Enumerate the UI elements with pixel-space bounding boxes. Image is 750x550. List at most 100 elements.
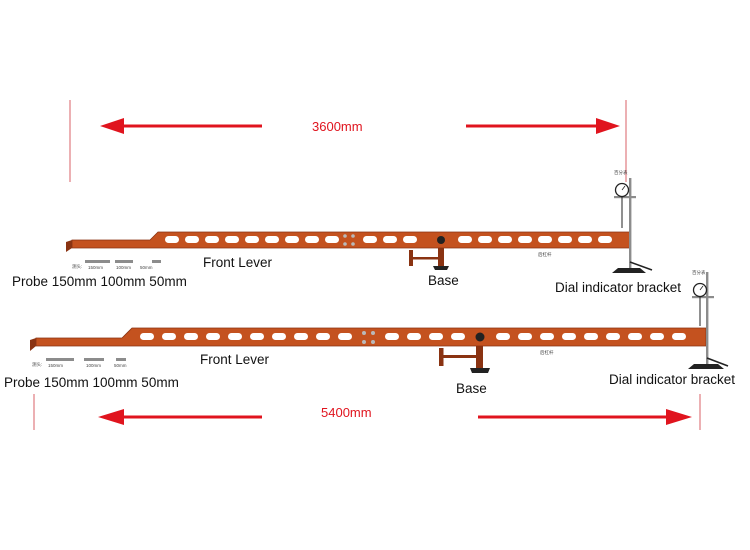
bottom-front-lever	[35, 327, 707, 347]
bottom-probe-tiny-label: 测头:	[32, 362, 43, 367]
top-dial-stand-base	[612, 268, 646, 273]
bottom-probe-samples	[46, 358, 126, 361]
top-dimension-label: 3600mm	[312, 119, 363, 134]
top-probe-150	[85, 260, 110, 263]
top-base-foot	[433, 266, 449, 270]
bottom-probe-100	[84, 358, 104, 361]
top-lever-slot	[383, 236, 397, 243]
bottom-lever-slot	[184, 333, 198, 340]
top-right-arrowhead	[596, 118, 620, 134]
bottom-dial-stand-base	[688, 364, 724, 369]
top-lever-slot	[598, 236, 612, 243]
top-probe-50	[152, 260, 161, 263]
bottom-lever-slot	[451, 333, 465, 340]
top-joint-bolts	[343, 234, 355, 246]
bottom-lever-slot	[518, 333, 532, 340]
bottom-dial-needle	[699, 285, 704, 291]
bottom-probe-tip	[30, 338, 36, 351]
top-lever-slot	[325, 236, 339, 243]
top-lever-slot	[285, 236, 299, 243]
bottom-assembly	[30, 272, 729, 430]
top-base-arm	[412, 257, 444, 260]
bottom-probe-label: Probe 150mm 100mm 50mm	[4, 375, 179, 390]
bottom-joint-bolts	[362, 331, 375, 344]
bottom-probe-150	[46, 358, 74, 361]
top-lever-slot	[558, 236, 572, 243]
bottom-lever-slot	[250, 333, 264, 340]
bottom-lever-slot	[496, 333, 510, 340]
top-lever-slot	[245, 236, 259, 243]
top-dial-tiny-label: 百分表	[614, 170, 628, 175]
top-base-clamp	[409, 250, 413, 266]
top-assembly	[66, 100, 653, 273]
bottom-lever-slot	[385, 333, 399, 340]
bottom-base-label: Base	[456, 381, 487, 396]
top-lever-slot	[578, 236, 592, 243]
top-dial-arm	[614, 196, 636, 199]
top-bolt	[343, 234, 347, 238]
bottom-front-lever-label: Front Lever	[200, 352, 270, 367]
top-probe-tiny-label: 测头:	[72, 264, 83, 269]
top-lever-slot	[165, 236, 179, 243]
bottom-lever-slot	[650, 333, 664, 340]
top-lever-slot	[458, 236, 472, 243]
top-probe-100-label: 100mm	[116, 265, 132, 270]
top-rear-lever-tiny-label: 后杠杆	[538, 252, 552, 257]
top-left-arrowhead	[100, 118, 124, 134]
top-bolt	[343, 242, 347, 246]
bottom-lever-slot	[338, 333, 352, 340]
bottom-right-arrowhead	[666, 409, 692, 425]
bottom-probe-50	[116, 358, 126, 361]
top-base	[409, 248, 449, 270]
top-probe-samples	[85, 260, 161, 263]
bottom-bolt	[362, 331, 366, 335]
bottom-dial-bracket	[688, 272, 729, 369]
bottom-lever-slot	[272, 333, 286, 340]
top-pivot	[437, 236, 445, 244]
top-lever-slot	[265, 236, 279, 243]
bottom-dial-arm	[692, 296, 714, 299]
bottom-pivot	[475, 332, 485, 342]
top-lever-slots	[165, 236, 612, 243]
bottom-lever-slot	[228, 333, 242, 340]
top-lever-slot	[305, 236, 319, 243]
top-lever-slot	[478, 236, 492, 243]
bottom-lever-slot	[140, 333, 154, 340]
bottom-probe-100-label: 100mm	[86, 363, 102, 368]
bottom-lever-slot	[206, 333, 220, 340]
bottom-lever-slots	[140, 333, 686, 340]
top-lever-slot	[205, 236, 219, 243]
bottom-bolt	[362, 340, 366, 344]
top-dial-bracket-label: Dial indicator bracket	[555, 280, 682, 295]
bottom-lever-slot	[628, 333, 642, 340]
top-probe-100	[115, 260, 133, 263]
bottom-rear-lever-tiny-label: 后杠杆	[540, 350, 554, 355]
bottom-lever-slot	[407, 333, 421, 340]
top-base-label: Base	[428, 273, 459, 288]
top-probe-tip	[66, 240, 72, 252]
top-lever-slot	[225, 236, 239, 243]
top-lever-slot	[363, 236, 377, 243]
bottom-base	[439, 346, 490, 373]
bottom-bolt	[371, 340, 375, 344]
bottom-probe-150-label: 150mm	[48, 363, 64, 368]
bottom-dial-pole	[706, 272, 709, 364]
top-lever-slot	[498, 236, 512, 243]
top-probe-50-label: 50mm	[140, 265, 153, 270]
bottom-lever-slot	[316, 333, 330, 340]
bottom-dial-bracket-label: Dial indicator bracket	[609, 372, 736, 387]
top-dial-pole	[629, 178, 632, 268]
top-lever-slot	[518, 236, 532, 243]
top-dial-bracket	[612, 178, 653, 273]
bottom-probe-50-label: 50mm	[114, 363, 127, 368]
bottom-lever-slot	[162, 333, 176, 340]
top-dial-needle	[621, 185, 626, 191]
bottom-lever-slot	[429, 333, 443, 340]
top-lever-slot	[538, 236, 552, 243]
bottom-dimension-label: 5400mm	[321, 405, 372, 420]
bottom-lever-slot	[584, 333, 598, 340]
bottom-base-foot	[470, 368, 490, 373]
bottom-left-arrowhead	[98, 409, 124, 425]
bottom-base-clamp	[439, 348, 444, 366]
